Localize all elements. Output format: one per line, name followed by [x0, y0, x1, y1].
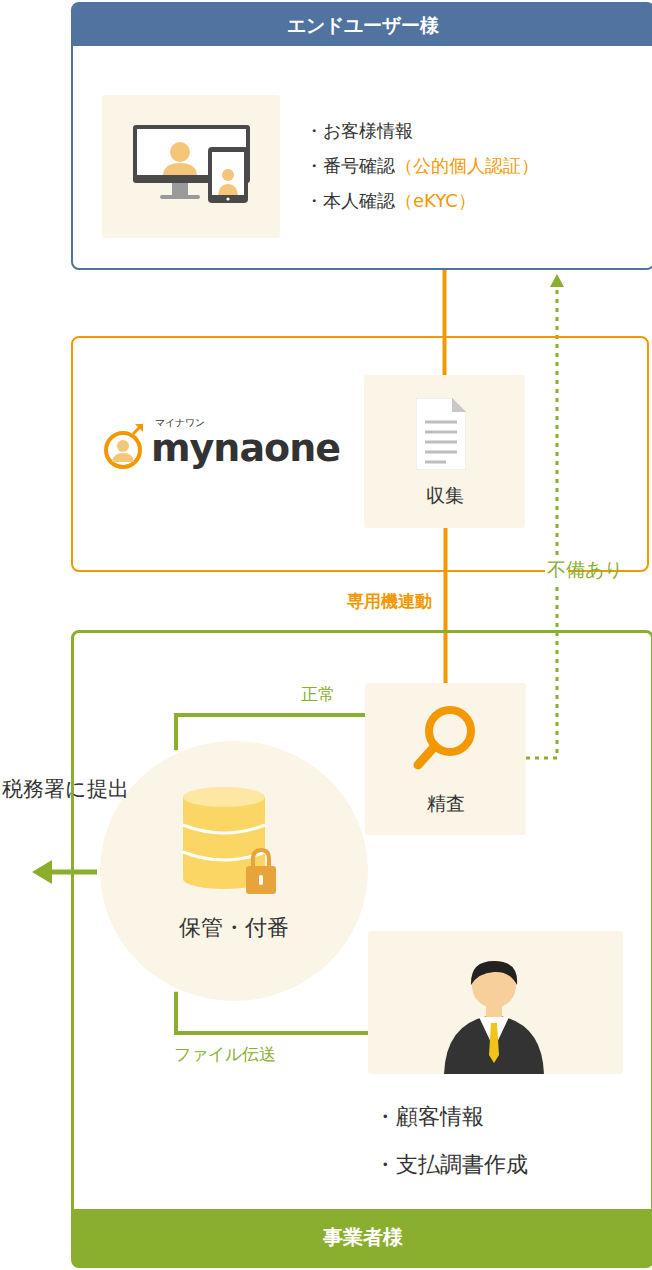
person-illustration	[368, 931, 623, 1074]
bullet-note: （eKYC）	[395, 190, 476, 211]
box-label: 精査	[365, 791, 526, 817]
business-panel: 精査 保管・付番 ・顧客情報・支払調書作成事業者様	[71, 630, 652, 1268]
submit-arrow	[32, 860, 97, 884]
connector-line	[444, 528, 448, 683]
magnifier-icon	[410, 703, 480, 773]
bullet-line: ・本人確認（eKYC）	[305, 188, 476, 214]
logo-wordmark: mynaone	[151, 426, 340, 470]
arrow-head	[550, 274, 564, 287]
connector	[445, 528, 446, 683]
submit-label: 税務署に提出	[2, 778, 23, 801]
bullet-line: ・番号確認（公的個人認証）	[305, 153, 539, 179]
connector	[444, 270, 445, 375]
edge-label: 不備あり	[545, 556, 568, 583]
bullet-note: （公的個人認証）	[395, 155, 539, 176]
storage-circle: 保管・付番	[100, 741, 368, 1001]
panel-header: エンドユーザー様	[73, 4, 652, 46]
submit-arrow-head	[32, 860, 52, 884]
service-panel: 収集マイナワンmynaone	[71, 336, 649, 572]
connector	[526, 274, 564, 758]
duty-item: ・顧客情報	[374, 1102, 484, 1132]
database-icon	[182, 787, 282, 899]
review-box: 精査	[365, 683, 526, 835]
edge-label: 正常	[301, 683, 335, 706]
bullet-line: ・お客様情報	[305, 118, 413, 144]
connector-line	[526, 286, 557, 758]
duty-item: ・支払調書作成	[374, 1150, 528, 1180]
staff-box: ・顧客情報・支払調書作成	[368, 931, 623, 1187]
collect-box: 収集	[364, 375, 525, 528]
bullet-item: ・番号確認	[305, 155, 395, 176]
document-icon	[416, 398, 466, 470]
circle-label: 保管・付番	[100, 913, 368, 943]
end-user-panel: エンドユーザー様・お客様情報・番号確認（公的個人認証）・本人確認（eKYC）	[71, 2, 652, 270]
edge-label: 専用機連動	[347, 590, 432, 613]
devices-illustration	[102, 95, 280, 238]
panel-footer: 事業者様	[74, 1209, 651, 1265]
edge-label: ファイル伝送	[174, 1043, 276, 1066]
bullet-item: ・本人確認	[305, 190, 395, 211]
logo-icon	[103, 424, 147, 472]
bullet-item: ・お客様情報	[305, 120, 413, 141]
connector-line	[443, 270, 447, 375]
box-label: 収集	[364, 483, 525, 509]
